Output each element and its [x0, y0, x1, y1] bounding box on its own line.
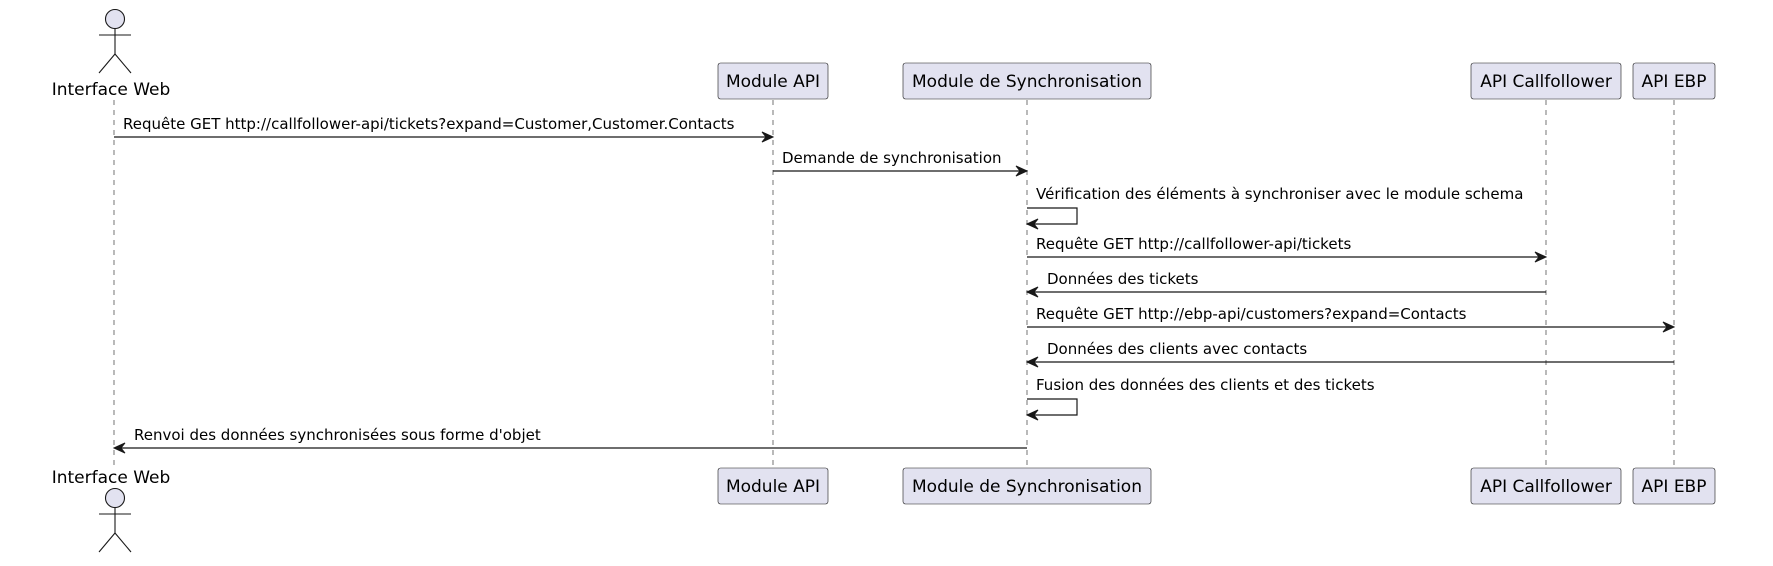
actor-interface-web-top-figure: [98, 8, 132, 74]
participants-bottom: Interface Web Module API Module de Synchro…: [52, 467, 1716, 553]
arrowhead: [1025, 218, 1039, 230]
message-9: Renvoi des données synchronisées sous fo…: [112, 426, 1027, 454]
arrowhead: [112, 442, 126, 454]
participants-top: Interface Web Module API Module de Synchro…: [52, 8, 1716, 100]
participant-label: Module de Synchronisation: [912, 477, 1142, 497]
participant-module-de-synchronisation-top: Module de Synchronisation: [902, 62, 1152, 100]
participant-module-api-top: Module API: [717, 62, 829, 100]
self-message-line: [1027, 398, 1078, 416]
participant-box: [717, 62, 829, 100]
participant-box: [1470, 62, 1622, 100]
message-2: Demande de synchronisation: [773, 149, 1029, 177]
participant-api-callfollower-top: API Callfollower: [1470, 62, 1622, 100]
actor-left-leg: [98, 532, 116, 553]
actor-head: [104, 487, 126, 509]
message-5: Données des tickets: [1025, 270, 1546, 298]
message-6: Requête GET http://ebp-api/customers?exp…: [1027, 305, 1676, 333]
self-message-line: [1027, 207, 1078, 225]
participant-label: Module API: [726, 72, 820, 92]
participant-box: [902, 62, 1152, 100]
participant-api-ebp-bottom: API EBP: [1632, 467, 1716, 505]
message-label: Données des clients avec contacts: [1047, 340, 1307, 358]
participant-box: [902, 467, 1152, 505]
message-1: Requête GET http://callfollower-api/tick…: [114, 115, 775, 143]
arrowhead: [1662, 321, 1676, 333]
message-7: Données des clients avec contacts: [1025, 340, 1674, 368]
message-3: Vérification des éléments à synchroniser…: [1025, 185, 1523, 230]
participant-box: [1632, 62, 1716, 100]
message-label: Requête GET http://callfollower-api/tick…: [123, 115, 735, 133]
message-label: Données des tickets: [1047, 270, 1199, 288]
message-label: Renvoi des données synchronisées sous fo…: [134, 426, 541, 444]
message-8: Fusion des données des clients et des ti…: [1025, 376, 1375, 421]
participant-label: API Callfollower: [1480, 72, 1612, 92]
lifelines: [113, 100, 1675, 467]
arrowhead: [1025, 286, 1039, 298]
participant-label: Module API: [726, 477, 820, 497]
actor-head: [104, 8, 126, 30]
messages: Requête GET http://callfollower-api/tick…: [112, 115, 1676, 454]
participant-label: API Callfollower: [1480, 477, 1612, 497]
participant-api-ebp-top: API EBP: [1632, 62, 1716, 100]
arrowhead: [1015, 165, 1029, 177]
message-4: Requête GET http://callfollower-api/tick…: [1027, 235, 1548, 263]
participant-box: [1470, 467, 1622, 505]
message-label: Fusion des données des clients et des ti…: [1036, 376, 1375, 394]
participant-box: [717, 467, 829, 505]
message-label: Requête GET http://callfollower-api/tick…: [1036, 235, 1351, 253]
participant-api-callfollower-bottom: API Callfollower: [1470, 467, 1622, 505]
actor-right-leg: [114, 532, 132, 553]
participant-label: Interface Web: [52, 468, 171, 488]
participant-label: Interface Web: [52, 80, 171, 100]
participant-label: API EBP: [1642, 477, 1707, 497]
actor-interface-web-bottom-figure: [98, 487, 132, 553]
arrowhead: [1025, 356, 1039, 368]
arrowhead: [761, 131, 775, 143]
participant-module-api-bottom: Module API: [717, 467, 829, 505]
actor-left-leg: [98, 53, 116, 74]
participant-label: API EBP: [1642, 72, 1707, 92]
message-label: Demande de synchronisation: [782, 149, 1002, 167]
message-label: Requête GET http://ebp-api/customers?exp…: [1036, 305, 1467, 323]
arrowhead: [1025, 409, 1039, 421]
participant-box: [1632, 467, 1716, 505]
participant-label: Module de Synchronisation: [912, 72, 1142, 92]
message-label: Vérification des éléments à synchroniser…: [1036, 185, 1523, 203]
participant-module-de-synchronisation-bottom: Module de Synchronisation: [902, 467, 1152, 505]
actor-right-leg: [114, 53, 132, 74]
arrowhead: [1534, 251, 1548, 263]
